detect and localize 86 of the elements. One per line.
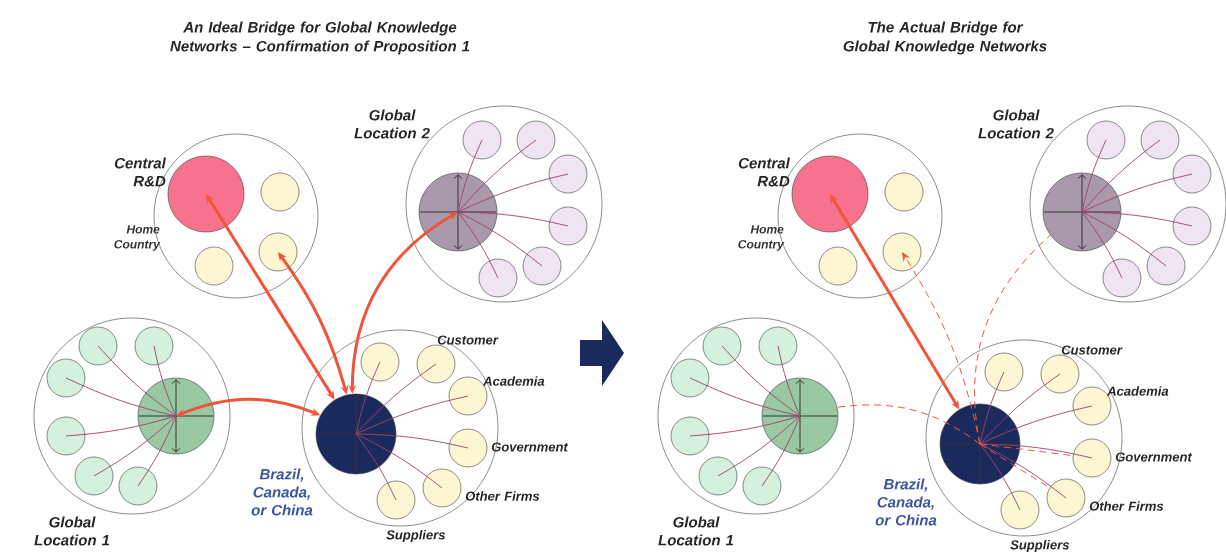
spoke-line xyxy=(979,443,1021,511)
node-label: Customer xyxy=(1061,345,1123,355)
node-label: Brazil, Canada, or China xyxy=(251,468,313,516)
circle xyxy=(1172,206,1212,246)
circle xyxy=(1172,154,1212,194)
circle xyxy=(478,258,518,298)
circle xyxy=(1146,246,1186,286)
spoke-line xyxy=(355,363,437,435)
circle xyxy=(118,466,158,506)
title: An Ideal Bridge for Global Knowledge Networks – Confirmation of Proposition 1 xyxy=(170,21,470,55)
spoke-line xyxy=(979,373,1061,445)
node-label: Central R&D xyxy=(738,157,791,187)
circle xyxy=(1086,120,1126,160)
circle xyxy=(702,326,742,366)
spoke-line xyxy=(137,415,177,487)
circle xyxy=(1102,258,1142,298)
circle xyxy=(46,358,86,398)
spoke-line xyxy=(979,405,1093,445)
circle xyxy=(984,352,1024,392)
circle xyxy=(74,456,114,496)
circle xyxy=(260,172,300,212)
spoke-line xyxy=(1081,139,1107,213)
spoke-line xyxy=(717,415,801,477)
spoke-line xyxy=(689,415,801,437)
circle xyxy=(134,326,174,366)
circle xyxy=(548,154,588,194)
circle xyxy=(698,456,738,496)
spoke-line xyxy=(457,211,499,279)
circle xyxy=(884,172,924,212)
spoke-line xyxy=(1081,211,1123,279)
spoke-line xyxy=(355,433,397,501)
spoke-line xyxy=(1081,173,1193,213)
spoke-line xyxy=(457,139,483,213)
spoke-line xyxy=(457,139,537,213)
node-label: Customer xyxy=(437,335,499,345)
node-label: Global Location 1 xyxy=(34,516,110,546)
circle xyxy=(742,466,782,506)
circle xyxy=(78,326,118,366)
circle xyxy=(1140,120,1180,160)
circle xyxy=(882,232,922,272)
node-label: Other Firms xyxy=(465,491,540,501)
spoke-line xyxy=(97,345,177,417)
circle xyxy=(670,358,710,398)
spoke-line xyxy=(457,211,569,227)
circle xyxy=(258,232,298,272)
spoke-line xyxy=(65,415,177,437)
spoke-line xyxy=(761,415,801,487)
circle xyxy=(758,326,798,366)
circle xyxy=(670,416,710,456)
node-label: Suppliers xyxy=(386,529,445,543)
circle xyxy=(522,246,562,286)
node-label: Government xyxy=(1115,452,1193,462)
spoke-line xyxy=(457,173,569,213)
node-label: Home Country xyxy=(114,225,161,251)
node-label: Brazil, Canada, or China xyxy=(875,478,937,526)
node-label: Central R&D xyxy=(114,157,167,187)
node-label: Government xyxy=(491,442,569,452)
spoke-line xyxy=(355,433,443,489)
spoke-line xyxy=(689,377,801,417)
node-label: Global Location 2 xyxy=(978,109,1054,139)
circle xyxy=(516,120,556,160)
spoke-line xyxy=(1081,211,1167,267)
node-label: Academia xyxy=(482,376,545,386)
node-label: Academia xyxy=(1106,386,1169,396)
node-label: Global Location 1 xyxy=(658,516,734,546)
circle xyxy=(548,206,588,246)
spoke-line xyxy=(721,345,801,417)
node-label: Global Location 2 xyxy=(354,109,430,139)
circle xyxy=(46,416,86,456)
node-label: Home Country xyxy=(738,225,785,251)
spoke-line xyxy=(355,433,469,449)
circle xyxy=(818,246,858,286)
title: The Actual Bridge for Global Knowledge Networks xyxy=(843,21,1047,55)
spoke-line xyxy=(93,415,177,477)
spoke-line xyxy=(355,395,469,435)
spoke-line xyxy=(65,377,177,417)
spoke-line xyxy=(1081,211,1193,227)
circle xyxy=(462,120,502,160)
spoke-line xyxy=(979,443,1093,459)
spoke-line xyxy=(457,211,543,267)
node-label: Other Firms xyxy=(1089,501,1164,511)
spoke-line xyxy=(1081,139,1161,213)
circle xyxy=(360,342,400,382)
node-label: Suppliers xyxy=(1010,539,1069,553)
spoke-line xyxy=(355,361,381,435)
circle xyxy=(194,246,234,286)
